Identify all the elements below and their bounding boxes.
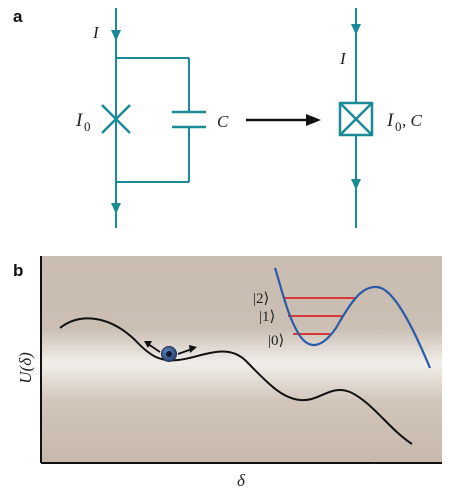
energy-level-0-label: |0⟩ [268,333,284,349]
left-junction-subscript: 0 [84,119,91,134]
plot-background [41,256,442,463]
y-axis-label: U(δ) [16,352,35,384]
x-axis-label: δ [237,471,246,490]
phase-particle [144,341,197,362]
panel-b: b U(δ) δ |2⟩ |1⟩ |0⟩ 知乎 @Kelp [13,256,443,490]
junction-box-cross-b [339,102,373,136]
watermark-text: 知乎 @Kelp [372,463,443,479]
junction-cross-b [101,104,131,134]
energy-level-1-label: |1⟩ [259,309,275,325]
right-circuit [338,8,374,228]
panel-a-letter: a [13,7,23,26]
potential-well-zoom-curve [273,267,432,369]
right-junction-label: I [386,110,395,131]
current-arrow-in-left [111,30,121,41]
left-junction-label: I [75,110,84,131]
panel-b-letter: b [13,261,23,280]
energy-level-2-label: |2⟩ [253,291,269,307]
particle-arrow-left-head [144,341,152,348]
current-arrow-out-left [111,203,121,214]
particle-arrow-left-shaft [147,343,161,353]
particle-ball-core [166,351,172,357]
left-circuit [101,8,206,228]
current-arrow-out-right [351,179,361,190]
panel-a: a I I 0 C [13,7,423,228]
capacitor-label: C [217,112,229,131]
particle-arrow-right-head [189,345,197,353]
right-junction-suffix: , C [402,111,423,130]
right-junction-subscript: 0 [395,119,402,134]
current-arrow-in-right [351,24,361,35]
energy-level-inset: |2⟩ |1⟩ |0⟩ [253,267,432,369]
transform-arrow-head [306,114,321,126]
right-current-label: I [339,49,347,68]
junction-box [338,101,374,137]
left-current-label: I [92,23,100,42]
washboard-potential-curve [59,317,413,445]
